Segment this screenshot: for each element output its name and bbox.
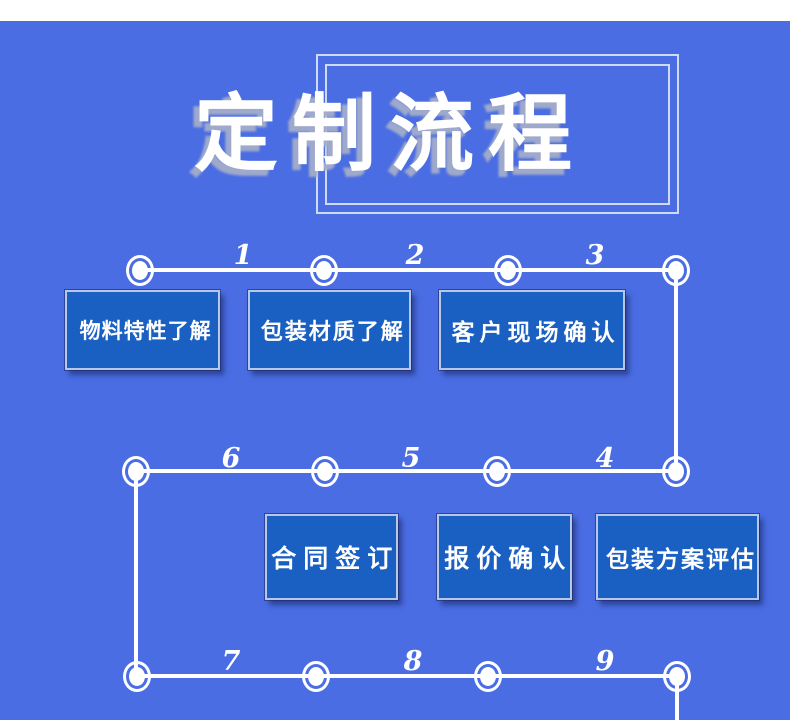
- step-box-label: 包装方案评估: [605, 547, 756, 573]
- connector-right-down-1: [674, 270, 678, 473]
- flow-node-r1-2: [310, 255, 338, 286]
- node-dot: [489, 462, 505, 481]
- step-number-9: 9: [595, 646, 615, 677]
- title-frame-outer: [316, 54, 679, 214]
- title-frame-inner: [325, 64, 670, 205]
- flow-node-r3-3: [474, 661, 502, 692]
- connector-row1: [140, 268, 678, 272]
- flow-node-r2-2: [311, 456, 339, 487]
- flow-node-r1-1: [126, 255, 154, 286]
- node-dot: [668, 462, 684, 481]
- step-number-7: 7: [221, 646, 241, 677]
- step-number-8: 8: [403, 646, 423, 677]
- step-number-2: 2: [405, 240, 425, 271]
- flow-node-r3-4: [663, 661, 691, 692]
- node-dot: [480, 667, 496, 686]
- step-box-label: 报价确认: [444, 544, 573, 573]
- node-dot: [129, 667, 145, 686]
- connector-right-down-3: [675, 676, 679, 720]
- node-dot: [668, 261, 684, 280]
- connector-row3: [137, 674, 679, 678]
- step-number-6: 6: [221, 443, 241, 474]
- node-dot: [316, 261, 332, 280]
- node-dot: [317, 462, 333, 481]
- step-box-packaging-material: 包装材质了解: [247, 289, 412, 371]
- page-title: 定制流程: [194, 85, 587, 183]
- step-box-label: 包装材质了解: [260, 320, 405, 345]
- flow-node-r2-4: [662, 456, 690, 487]
- node-dot: [132, 261, 148, 280]
- step-box-site-confirmation: 客户现场确认: [438, 289, 626, 371]
- step-box-material-properties: 物料特性了解: [64, 289, 221, 371]
- node-dot: [308, 667, 324, 686]
- connector-left-down-2: [134, 471, 138, 676]
- step-box-packaging-plan-evaluation: 包装方案评估: [595, 513, 760, 601]
- step-box-label: 物料特性了解: [79, 319, 212, 343]
- flow-node-r2-3: [483, 456, 511, 487]
- node-dot: [669, 667, 685, 686]
- step-number-3: 3: [585, 240, 605, 271]
- connector-row2: [136, 469, 678, 473]
- step-number-1: 1: [233, 240, 253, 271]
- step-box-quotation-confirmation: 报价确认: [436, 513, 573, 601]
- node-dot: [128, 462, 144, 481]
- node-dot: [500, 261, 516, 280]
- step-box-contract-signing: 合同签订: [264, 513, 400, 601]
- flow-node-r2-1: [122, 456, 150, 487]
- step-box-label: 客户现场确认: [451, 320, 620, 346]
- step-box-label: 合同签订: [271, 544, 400, 573]
- flow-node-r3-2: [302, 661, 330, 692]
- step-number-4: 4: [595, 443, 615, 474]
- flow-node-r1-3: [494, 255, 522, 286]
- page-background: 定制流程 1 2 3 6 5 4 7 8 9 物料特性了解 包装: [0, 21, 790, 720]
- step-number-5: 5: [401, 443, 421, 474]
- flow-node-r3-1: [123, 661, 151, 692]
- flow-node-r1-4: [662, 255, 690, 286]
